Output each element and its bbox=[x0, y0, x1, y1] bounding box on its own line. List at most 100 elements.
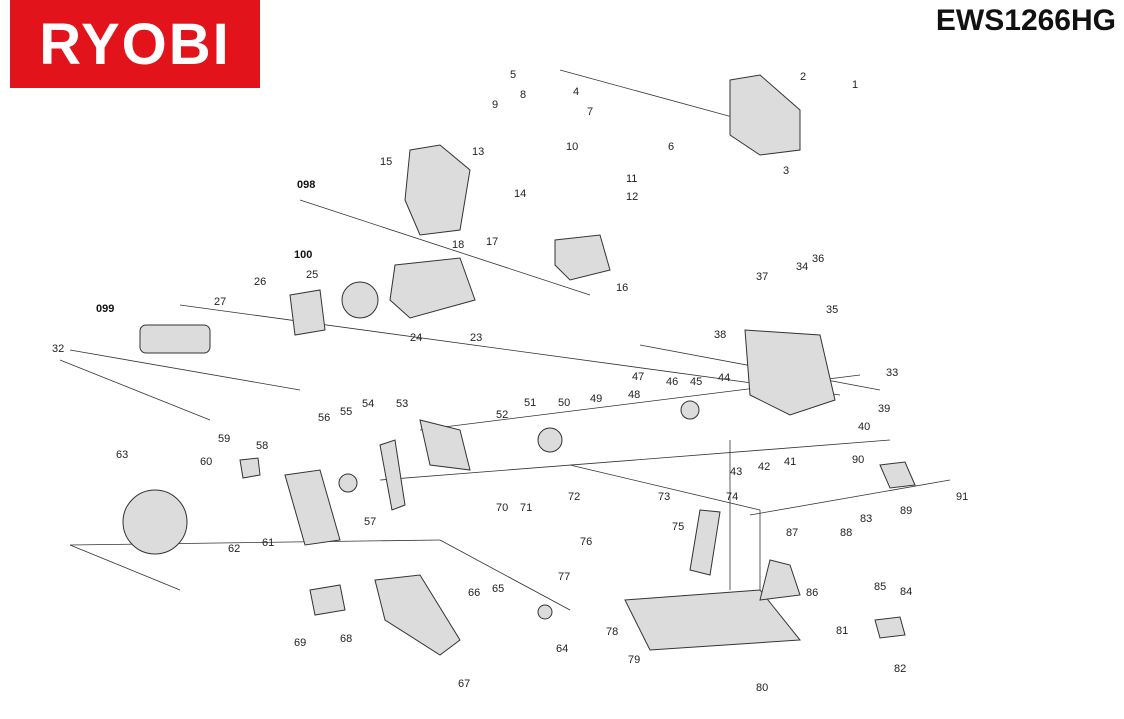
label-3: 3 bbox=[783, 165, 789, 177]
switch-cover bbox=[309, 584, 346, 616]
label-81: 81 bbox=[836, 625, 848, 637]
parts bbox=[122, 74, 916, 656]
motor-housing bbox=[389, 257, 476, 319]
brand-name: RYOBI bbox=[39, 11, 231, 77]
label-75: 75 bbox=[672, 521, 684, 533]
label-45: 45 bbox=[690, 376, 702, 388]
label-78: 78 bbox=[606, 626, 618, 638]
label-85: 85 bbox=[874, 581, 886, 593]
label-64: 64 bbox=[556, 643, 568, 655]
label-23: 23 bbox=[470, 332, 482, 344]
label-80: 80 bbox=[756, 682, 768, 694]
label-79: 79 bbox=[628, 654, 640, 666]
bevel-lever bbox=[879, 461, 916, 489]
label-9: 9 bbox=[492, 99, 498, 111]
label-54: 54 bbox=[362, 398, 374, 410]
label-61: 61 bbox=[262, 537, 274, 549]
label-40: 40 bbox=[858, 421, 870, 433]
label-41: 41 bbox=[784, 456, 796, 468]
label-5: 5 bbox=[510, 69, 516, 81]
gear bbox=[680, 400, 700, 420]
label-53: 53 bbox=[396, 398, 408, 410]
label-55: 55 bbox=[340, 406, 352, 418]
flange bbox=[537, 604, 553, 620]
label-36: 36 bbox=[812, 253, 824, 265]
label-74: 74 bbox=[726, 491, 738, 503]
label-24: 24 bbox=[410, 332, 422, 344]
label-8: 8 bbox=[520, 89, 526, 101]
label-7: 7 bbox=[587, 106, 593, 118]
base-plate bbox=[624, 589, 801, 651]
saw-blade bbox=[122, 489, 188, 555]
label-39: 39 bbox=[878, 403, 890, 415]
label-57: 57 bbox=[364, 516, 376, 528]
label-100: 100 bbox=[294, 249, 312, 261]
label-89: 89 bbox=[900, 505, 912, 517]
label-35: 35 bbox=[826, 304, 838, 316]
field-coil bbox=[341, 281, 379, 319]
label-33: 33 bbox=[886, 367, 898, 379]
label-71: 71 bbox=[520, 502, 532, 514]
ryobi-logo: RYOBI bbox=[10, 0, 260, 88]
label-72: 72 bbox=[568, 491, 580, 503]
model-number: EWS1266HG bbox=[935, 4, 1116, 37]
label-16: 16 bbox=[616, 282, 628, 294]
label-87: 87 bbox=[786, 527, 798, 539]
label-77: 77 bbox=[558, 571, 570, 583]
label-88: 88 bbox=[840, 527, 852, 539]
label-4: 4 bbox=[573, 86, 579, 98]
label-58: 58 bbox=[256, 440, 268, 452]
label-59: 59 bbox=[218, 433, 230, 445]
label-15: 15 bbox=[380, 156, 392, 168]
label-098: 098 bbox=[297, 179, 315, 191]
label-13: 13 bbox=[472, 146, 484, 158]
bevel-bracket bbox=[759, 559, 801, 601]
gear-housing bbox=[744, 329, 836, 416]
label-63: 63 bbox=[116, 449, 128, 461]
label-83: 83 bbox=[860, 513, 872, 525]
label-68: 68 bbox=[340, 633, 352, 645]
label-42: 42 bbox=[758, 461, 770, 473]
label-86: 86 bbox=[806, 587, 818, 599]
label-11: 11 bbox=[626, 173, 637, 185]
label-82: 82 bbox=[894, 663, 906, 675]
spindle-lock bbox=[239, 457, 261, 479]
label-90: 90 bbox=[852, 454, 864, 466]
motor-cover bbox=[554, 234, 611, 281]
label-67: 67 bbox=[458, 678, 470, 690]
label-6: 6 bbox=[668, 141, 674, 153]
label-48: 48 bbox=[628, 389, 640, 401]
depth-lever bbox=[874, 616, 906, 639]
label-73: 73 bbox=[658, 491, 670, 503]
label-14: 14 bbox=[514, 188, 526, 200]
label-52: 52 bbox=[496, 409, 508, 421]
upper-blade-guard bbox=[374, 574, 461, 656]
label-62: 62 bbox=[228, 543, 240, 555]
label-32: 32 bbox=[52, 343, 64, 355]
part-labels: 1 2 3 4 5 6 7 8 9 10 11 12 13 14 15 16 1… bbox=[52, 69, 968, 694]
lower-blade-guard bbox=[284, 469, 341, 546]
label-51: 51 bbox=[524, 397, 536, 409]
label-76: 76 bbox=[580, 536, 592, 548]
label-099: 099 bbox=[96, 303, 114, 315]
label-66: 66 bbox=[468, 587, 480, 599]
lower-guard-lever bbox=[419, 419, 471, 471]
label-38: 38 bbox=[714, 329, 726, 341]
label-43: 43 bbox=[730, 466, 742, 478]
assembly-lines bbox=[59, 69, 951, 611]
label-69: 69 bbox=[294, 637, 306, 649]
bearing-plate bbox=[537, 427, 563, 453]
label-18: 18 bbox=[452, 239, 464, 251]
label-91: 91 bbox=[956, 491, 968, 503]
label-70: 70 bbox=[496, 502, 508, 514]
label-65: 65 bbox=[492, 583, 504, 595]
label-56: 56 bbox=[318, 412, 330, 424]
label-47: 47 bbox=[632, 371, 644, 383]
label-34: 34 bbox=[796, 261, 808, 273]
label-26: 26 bbox=[254, 276, 266, 288]
label-2: 2 bbox=[800, 71, 806, 83]
label-1: 1 bbox=[852, 79, 858, 91]
blade-guard-arm bbox=[379, 439, 406, 511]
handle-half-left bbox=[404, 144, 471, 236]
